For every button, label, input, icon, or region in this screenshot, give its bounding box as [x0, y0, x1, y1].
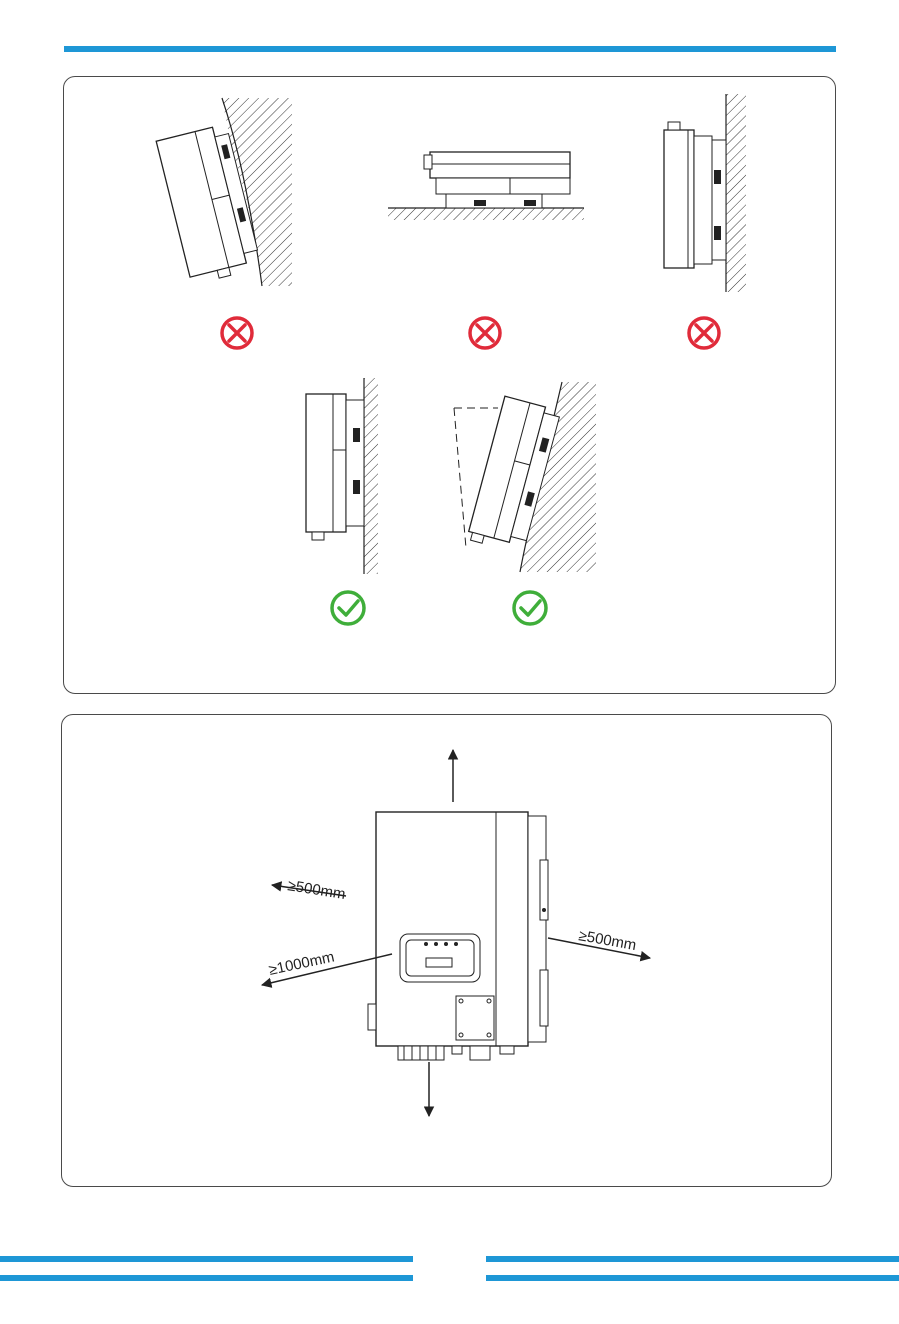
footer-rule-left-1 — [0, 1256, 413, 1262]
footer-rule-left-2 — [0, 1275, 413, 1281]
inverter-drawing — [368, 812, 548, 1060]
label-left-side: ≥500mm — [286, 877, 346, 903]
footer-rule-right-2 — [486, 1275, 899, 1281]
label-front: ≥1000mm — [267, 948, 336, 978]
footer-rule-right-1 — [486, 1256, 899, 1262]
